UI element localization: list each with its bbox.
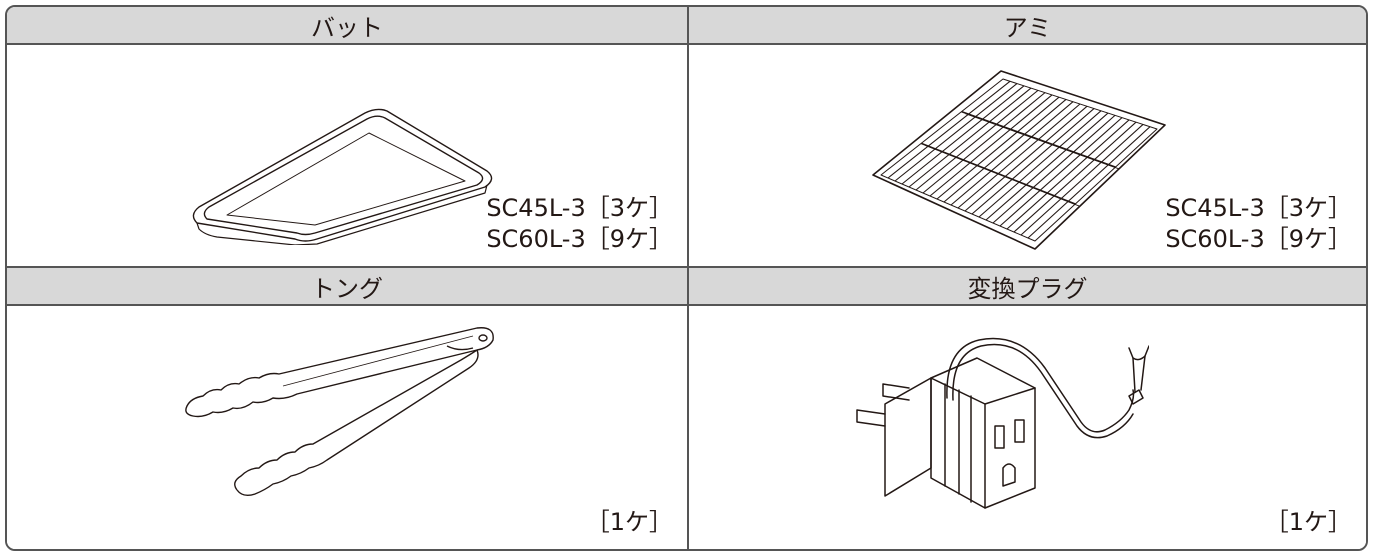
- wire-rack-quantity-2: SC60L-3［9ケ］: [1165, 225, 1352, 254]
- tongs-quantity-1: ［1ケ］: [585, 508, 673, 537]
- wire-rack-icon: [869, 63, 1169, 258]
- plug-adapter-title: 変換プラグ: [967, 274, 1088, 303]
- tray-icon: [187, 105, 507, 245]
- cell-plug-adapter: ［1ケ］: [689, 306, 1366, 549]
- tray-quantity-1: SC45L-3［3ケ］: [486, 193, 673, 222]
- plug-adapter-quantities: ［1ケ］: [1265, 507, 1352, 539]
- cell-tray: SC45L-3［3ケ］ SC60L-3［9ケ］: [7, 45, 689, 268]
- header-plug-adapter: 変換プラグ: [689, 268, 1366, 306]
- tray-quantities: SC45L-3［3ケ］ SC60L-3［9ケ］: [486, 193, 673, 256]
- header-tray: バット: [7, 7, 689, 45]
- wire-rack-quantity-1: SC45L-3［3ケ］: [1165, 193, 1352, 222]
- tongs-title: トング: [311, 274, 383, 303]
- accessories-table: バット アミ SC45L-3［3ケ］ SC60L-: [5, 5, 1368, 551]
- wire-rack-quantities: SC45L-3［3ケ］ SC60L-3［9ケ］: [1165, 193, 1352, 256]
- header-tongs: トング: [7, 268, 689, 306]
- plug-adapter-icon: [849, 318, 1149, 518]
- tray-title: バット: [311, 13, 383, 42]
- tongs-quantities: ［1ケ］: [586, 507, 673, 539]
- plug-adapter-quantity-1: ［1ケ］: [1264, 508, 1352, 537]
- tongs-icon: [177, 324, 507, 504]
- header-wire-rack: アミ: [689, 7, 1366, 45]
- wire-rack-title: アミ: [1003, 13, 1052, 42]
- tray-quantity-2: SC60L-3［9ケ］: [486, 225, 673, 254]
- cell-wire-rack: SC45L-3［3ケ］ SC60L-3［9ケ］: [689, 45, 1366, 268]
- cell-tongs: ［1ケ］: [7, 306, 689, 549]
